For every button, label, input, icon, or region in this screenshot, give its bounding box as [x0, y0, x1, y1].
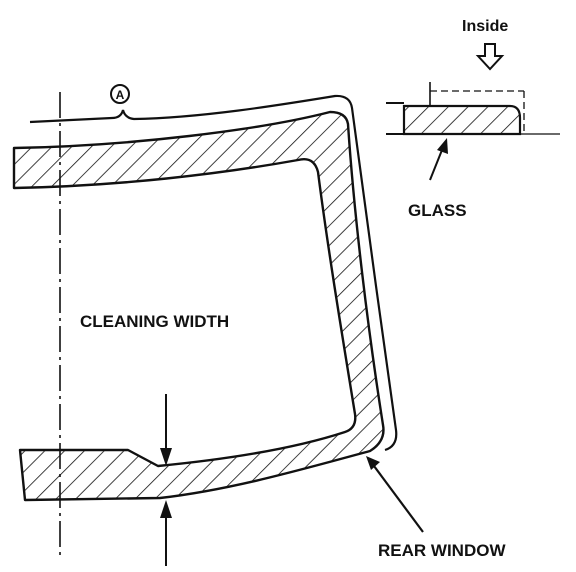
- body-outline: [29, 94, 398, 452]
- glass-section: [386, 82, 560, 181]
- callout-a: A: [110, 84, 130, 104]
- hollow-down-arrow-icon: [475, 43, 505, 71]
- rear-window-label: REAR WINDOW: [378, 541, 506, 560]
- glass-band: [12, 110, 385, 502]
- cleaning-width-dimension: [160, 394, 172, 566]
- circled-letter-icon: [110, 84, 130, 104]
- rear-window-leader: [366, 456, 424, 533]
- inside-label: Inside: [462, 18, 508, 35]
- glass-label: GLASS: [408, 201, 467, 220]
- cleaning-width-label: CLEANING WIDTH: [80, 312, 229, 331]
- callout-a-letter: A: [116, 88, 125, 102]
